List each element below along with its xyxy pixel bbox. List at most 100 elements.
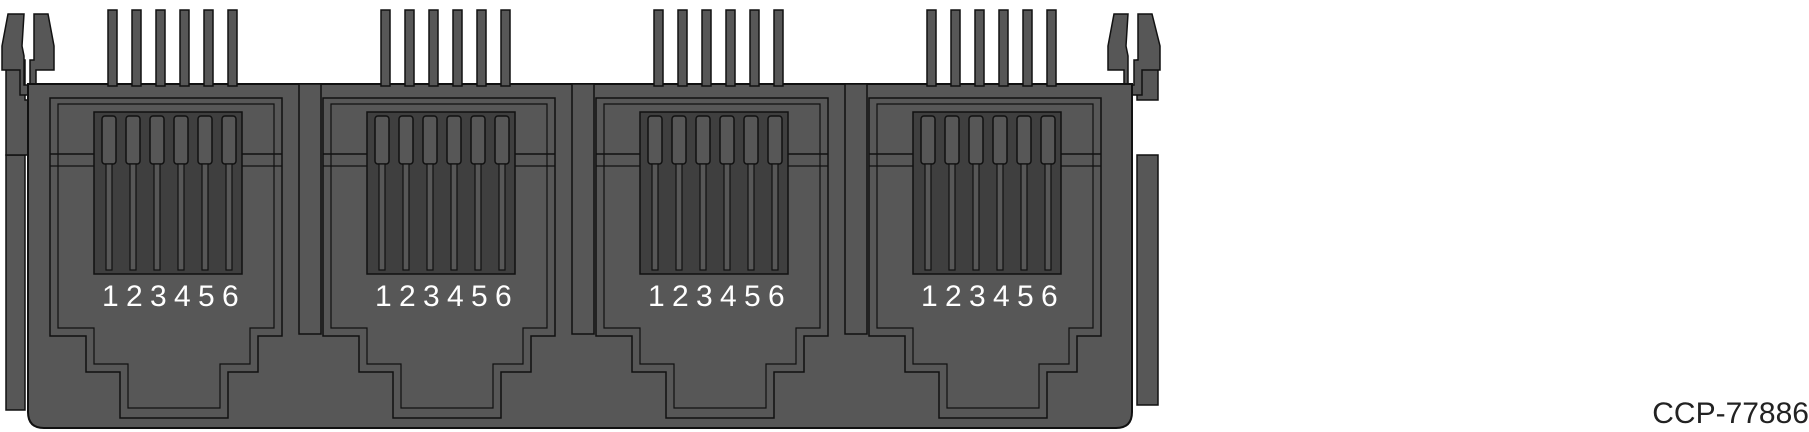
pin-number: 3 (150, 280, 167, 313)
top-pin (926, 9, 937, 87)
top-pin (500, 9, 511, 87)
contact-lead (1020, 163, 1028, 271)
pin-number: 6 (495, 280, 512, 313)
top-pin (701, 9, 712, 87)
pin-number: 3 (423, 280, 440, 313)
pin-number: 3 (696, 280, 713, 313)
pin-number: 6 (222, 280, 239, 313)
contact-lead (924, 163, 932, 271)
contact-block (93, 111, 243, 275)
contact-finger (221, 115, 237, 165)
top-pin (476, 9, 487, 87)
contact-finger (767, 115, 783, 165)
contact-lead (996, 163, 1004, 271)
figure-caption: CCP-77886 (1652, 397, 1809, 430)
contact-lead (201, 163, 209, 271)
top-pin (428, 9, 439, 87)
top-pin (950, 9, 961, 87)
jack-port-3 (571, 9, 829, 419)
top-pin (179, 9, 190, 87)
top-pin (404, 9, 415, 87)
top-pin (1046, 9, 1057, 87)
top-pin (677, 9, 688, 87)
contact-finger (743, 115, 759, 165)
contact-block (639, 111, 789, 275)
port-bevel (876, 103, 1094, 409)
contact-finger (1016, 115, 1032, 165)
pin-number: 1 (375, 280, 392, 313)
top-pin (773, 9, 784, 87)
top-pin (155, 9, 166, 87)
contact-lead (129, 163, 137, 271)
ports-layer (49, 9, 1102, 419)
contact-finger (494, 115, 510, 165)
port-bevel (603, 103, 821, 409)
contact-lead (972, 163, 980, 271)
port-bevel (57, 103, 275, 409)
contact-lead (699, 163, 707, 271)
contact-finger (422, 115, 438, 165)
pin-number: 2 (945, 280, 962, 313)
top-pin (749, 9, 760, 87)
contact-finger (197, 115, 213, 165)
contact-finger (125, 115, 141, 165)
contact-lead (723, 163, 731, 271)
contact-finger (719, 115, 735, 165)
top-pin (203, 9, 214, 87)
contact-block (366, 111, 516, 275)
top-pin (1022, 9, 1033, 87)
contact-lead (498, 163, 506, 271)
contact-finger (695, 115, 711, 165)
contact-finger (173, 115, 189, 165)
port-divider (844, 83, 868, 335)
contact-finger (647, 115, 663, 165)
pin-number: 1 (102, 280, 119, 313)
contact-finger (944, 115, 960, 165)
pin-number: 6 (768, 280, 785, 313)
contact-lead (450, 163, 458, 271)
contact-lead (225, 163, 233, 271)
contact-finger (968, 115, 984, 165)
pin-number: 3 (969, 280, 986, 313)
pin-number: 5 (744, 280, 761, 313)
contact-lead (747, 163, 755, 271)
port-divider (298, 83, 322, 335)
left-flange (5, 154, 26, 411)
contact-finger (398, 115, 414, 165)
contact-lead (402, 163, 410, 271)
contact-finger (374, 115, 390, 165)
jack-port-2 (298, 9, 556, 419)
contact-finger (1040, 115, 1056, 165)
contact-finger (992, 115, 1008, 165)
pin-number: 5 (471, 280, 488, 313)
contact-finger (101, 115, 117, 165)
pin-number: 2 (399, 280, 416, 313)
pin-number: 1 (921, 280, 938, 313)
contact-finger (446, 115, 462, 165)
top-pin (107, 9, 118, 87)
contact-lead (153, 163, 161, 271)
top-pin (998, 9, 1009, 87)
pin-number: 2 (126, 280, 143, 313)
contact-lead (948, 163, 956, 271)
pin-number: 4 (993, 280, 1010, 313)
pin-number: 5 (198, 280, 215, 313)
contact-lead (378, 163, 386, 271)
jack-port-4 (844, 9, 1102, 419)
contact-finger (149, 115, 165, 165)
contact-lead (1044, 163, 1052, 271)
pin-number: 6 (1041, 280, 1058, 313)
top-pin (974, 9, 985, 87)
port-bevel (330, 103, 548, 409)
jack-port-1 (49, 9, 283, 419)
pin-number: 5 (1017, 280, 1034, 313)
top-pin (452, 9, 463, 87)
contact-finger (671, 115, 687, 165)
pin-number: 4 (720, 280, 737, 313)
contact-lead (675, 163, 683, 271)
